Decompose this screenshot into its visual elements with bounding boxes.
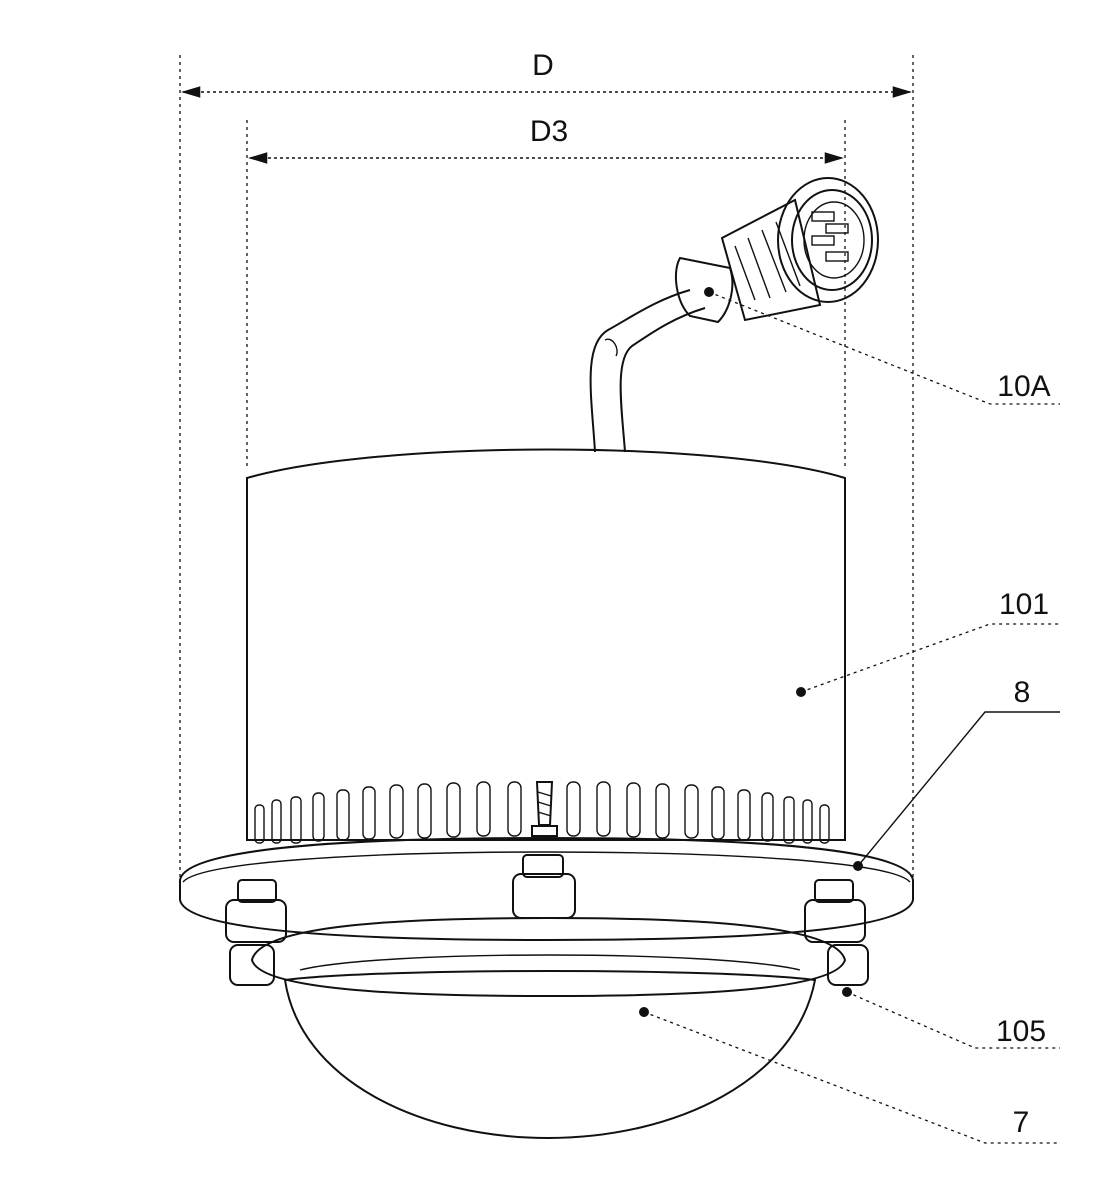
callout-10a: 10A [997, 370, 1050, 403]
callout-105: 105 [996, 1015, 1046, 1048]
extension-lines [180, 55, 913, 895]
callout-101: 101 [999, 588, 1049, 621]
dimension-d: D [183, 49, 910, 92]
callouts: 10A 101 8 105 7 [644, 292, 1060, 1143]
callout-8: 8 [1014, 676, 1031, 709]
flange [180, 838, 913, 940]
housing [247, 450, 845, 844]
dimension-d3: D3 [250, 115, 842, 158]
dome [252, 918, 845, 1138]
dome-ring [252, 918, 845, 996]
callout-7: 7 [1013, 1106, 1030, 1139]
dimension-d-label: D [532, 49, 554, 82]
vent-slots [255, 782, 829, 843]
connector [676, 178, 878, 322]
dimension-d3-label: D3 [530, 115, 568, 148]
